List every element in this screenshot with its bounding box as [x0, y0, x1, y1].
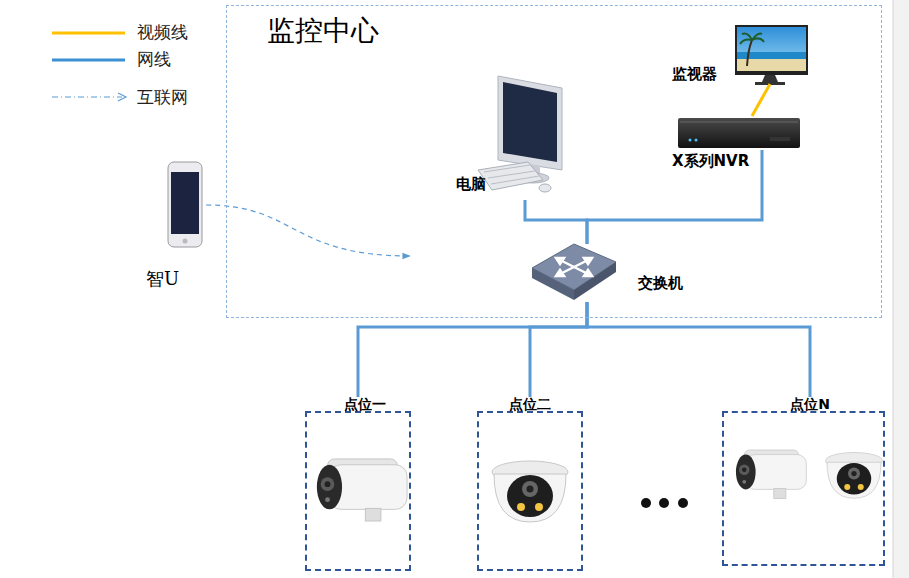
nvr-icon: [770, 137, 790, 141]
computer-icon: [484, 165, 530, 172]
video-cable: [752, 84, 770, 116]
device-label: X系列NVR: [672, 154, 749, 169]
site-label: 点位二: [507, 397, 553, 411]
side-strip-line: [893, 0, 894, 578]
network-cable: [587, 150, 762, 244]
bullet-camera: [317, 459, 407, 521]
switch-node: 交换机: [530, 244, 617, 302]
switch-icon: [560, 260, 588, 274]
nvr-icon: [695, 139, 698, 142]
phone-icon: [171, 172, 199, 234]
network-cable: [530, 302, 587, 411]
computer-icon: [478, 76, 562, 192]
switch-icon: [574, 262, 616, 300]
device-label: 电脑: [456, 177, 486, 192]
side-strip: [893, 0, 909, 578]
network-cable: [358, 302, 587, 411]
switch-icon: [556, 258, 564, 264]
monitor-icon: [735, 25, 808, 75]
internet-link: [206, 205, 410, 256]
nvr-icon: [680, 122, 798, 123]
legend-samples: [52, 33, 126, 101]
monitor-icon: [740, 34, 764, 44]
computer-icon: [498, 76, 562, 170]
area-title: 监控中心: [267, 17, 379, 45]
switch-icon: [584, 270, 592, 276]
area-box: 监控中心电脑 监视器 X系列NVR 交换机: [226, 5, 882, 318]
phone-icon: [168, 162, 202, 247]
switch-icon: [556, 258, 592, 276]
computer-icon: [478, 162, 543, 190]
computer-node: 电脑: [478, 78, 565, 200]
dome-camera: [826, 453, 883, 499]
site-box: 点位一: [305, 411, 411, 571]
computer-icon: [539, 184, 551, 192]
device-label: 监视器: [672, 67, 717, 82]
network-cable: [525, 200, 587, 244]
nvr-node: X系列NVR: [676, 116, 802, 150]
ellipsis-dots: [659, 498, 669, 508]
switch-icon: [556, 270, 564, 276]
monitor-icon: [735, 25, 808, 85]
ellipsis-dots: [641, 498, 651, 508]
network-cable: [587, 302, 810, 411]
internet-arrow-head: [118, 93, 126, 101]
computer-icon: [488, 171, 535, 178]
legend-text: 互联网: [137, 89, 188, 106]
monitor-icon: [737, 27, 806, 71]
computer-icon: [503, 82, 557, 162]
camera-icons: [317, 450, 883, 522]
site-label: 点位一: [342, 397, 388, 411]
phone-icon: [168, 162, 202, 247]
monitor-icon: [747, 40, 752, 66]
nvr-icon: [678, 118, 800, 148]
switch-icon: [584, 258, 592, 264]
legend-text: 网线: [137, 51, 171, 68]
ellipsis-dots: [678, 498, 688, 508]
switch-icon: [532, 268, 574, 300]
network-line-sample: [52, 59, 125, 62]
internet-line-sample: [52, 96, 122, 97]
legend-text: 视频线: [137, 24, 188, 41]
nvr-icon: [689, 139, 692, 142]
phone-node: 智U: [166, 160, 204, 248]
site-box: 点位N: [722, 411, 885, 566]
device-label: 交换机: [638, 276, 683, 291]
switch-icon: [560, 260, 588, 274]
site-box: 点位二: [477, 411, 583, 571]
phone-icon: [183, 239, 188, 244]
site-label: 点位N: [788, 397, 832, 411]
dome-camera: [492, 461, 568, 522]
computer-icon: [491, 176, 539, 184]
switch-icon: [532, 244, 616, 300]
monitor-node: 监视器: [733, 24, 810, 84]
video-line-sample: [52, 32, 125, 35]
nvr-icon: [678, 118, 800, 148]
ellipsis-dots: [641, 498, 688, 508]
device-label: 智U: [146, 270, 179, 288]
bullet-camera: [736, 450, 806, 498]
monitor-icon: [762, 75, 778, 82]
